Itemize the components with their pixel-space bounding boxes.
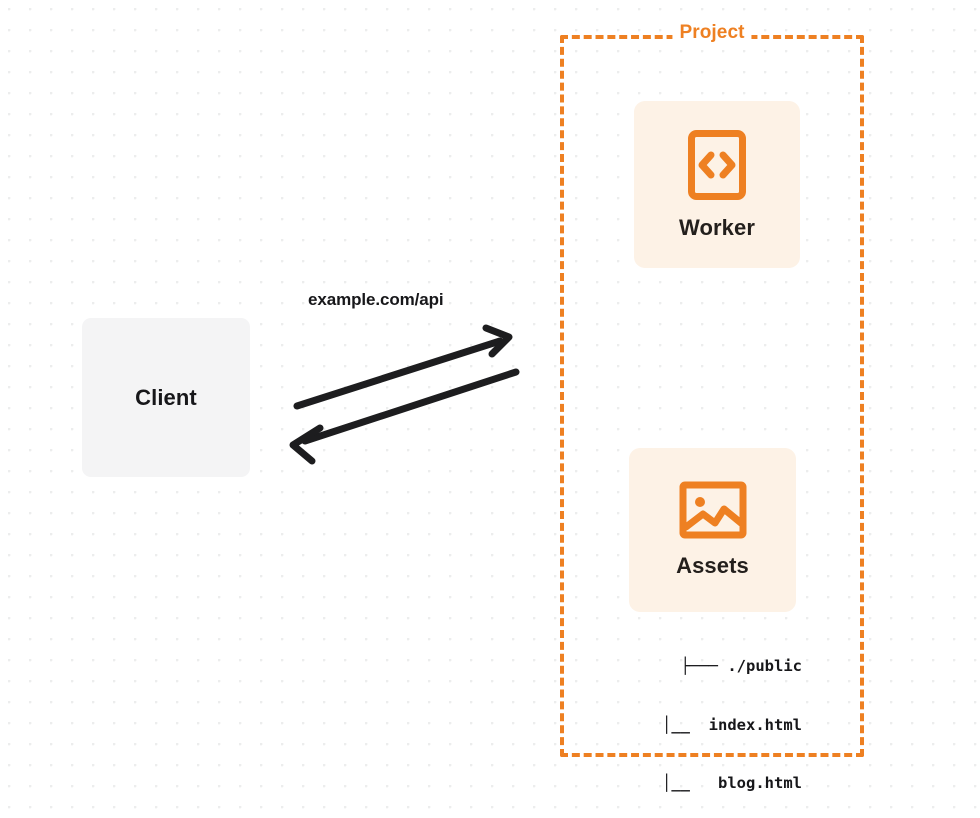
worker-label: Worker — [679, 214, 755, 240]
client-label: Client — [135, 384, 197, 410]
project-group: Project Worker Assets — [560, 22, 864, 792]
response-arrow — [289, 368, 520, 465]
request-arrow — [293, 324, 513, 410]
file-tree-row: │__ index.html — [643, 715, 802, 734]
connection-url-label: example.com/api — [308, 290, 444, 309]
project-title: Project — [672, 22, 752, 44]
client-node[interactable]: Client — [82, 318, 250, 477]
code-brackets-icon — [687, 129, 747, 201]
assets-label: Assets — [676, 553, 749, 578]
assets-node[interactable]: Assets — [629, 448, 796, 612]
worker-node[interactable]: Worker — [634, 101, 800, 268]
file-tree-row: ├─── ./public — [680, 657, 802, 675]
assets-file-tree: ├─── ./public │__ index.html │__ blog.ht… — [610, 618, 802, 818]
file-tree-row: │__ blog.html — [643, 774, 802, 792]
image-icon — [679, 481, 747, 539]
